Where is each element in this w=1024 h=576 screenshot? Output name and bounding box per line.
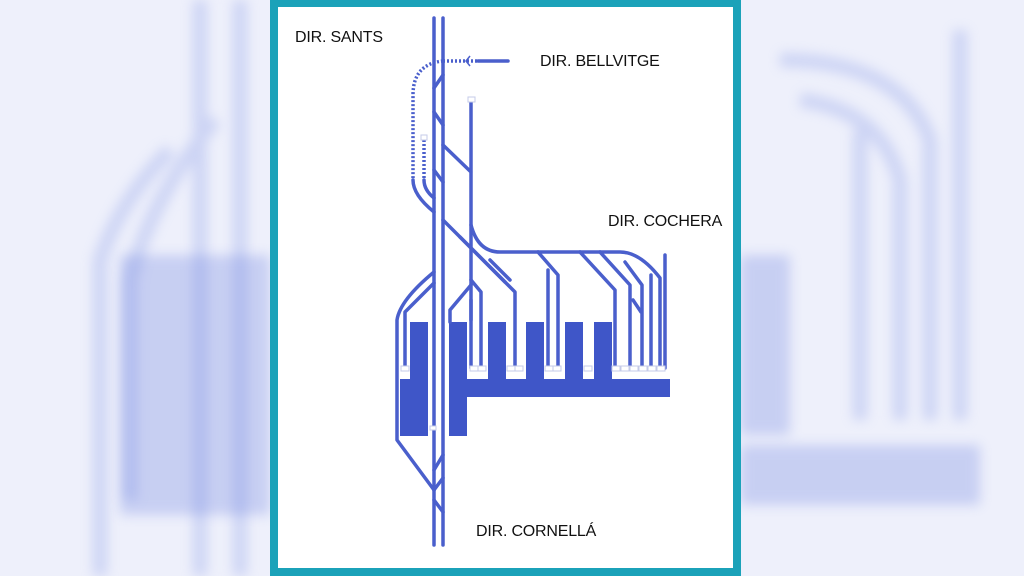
label-dir-cornella: DIR. CORNELLÁ xyxy=(476,523,597,540)
dashed-tracks xyxy=(411,59,478,180)
buffer-stops xyxy=(400,96,666,431)
label-dir-bellvitge: DIR. BELLVITGE xyxy=(540,53,660,70)
cochera-track xyxy=(469,223,662,370)
label-dir-sants: DIR. SANTS xyxy=(295,29,383,46)
siding-join xyxy=(411,178,436,214)
left-loop xyxy=(395,270,436,492)
depot-diagonal xyxy=(458,235,512,284)
platforms xyxy=(400,322,670,436)
crossover xyxy=(432,73,445,514)
branch xyxy=(448,278,483,370)
siding-track xyxy=(441,98,473,322)
diagram-frame xyxy=(270,0,741,576)
platform-tooth xyxy=(594,322,612,380)
platform-left xyxy=(400,322,428,436)
tracks xyxy=(395,16,667,547)
diagram-canvas xyxy=(278,7,733,568)
branch xyxy=(536,250,653,370)
platform-tooth xyxy=(526,322,544,380)
track-layout-diagram xyxy=(395,16,670,547)
arrow-left-icon xyxy=(465,55,471,67)
platform-main xyxy=(449,322,670,436)
platform-tooth xyxy=(488,322,506,380)
platform-tooth xyxy=(565,322,583,380)
label-dir-cochera: DIR. COCHERA xyxy=(608,213,723,230)
